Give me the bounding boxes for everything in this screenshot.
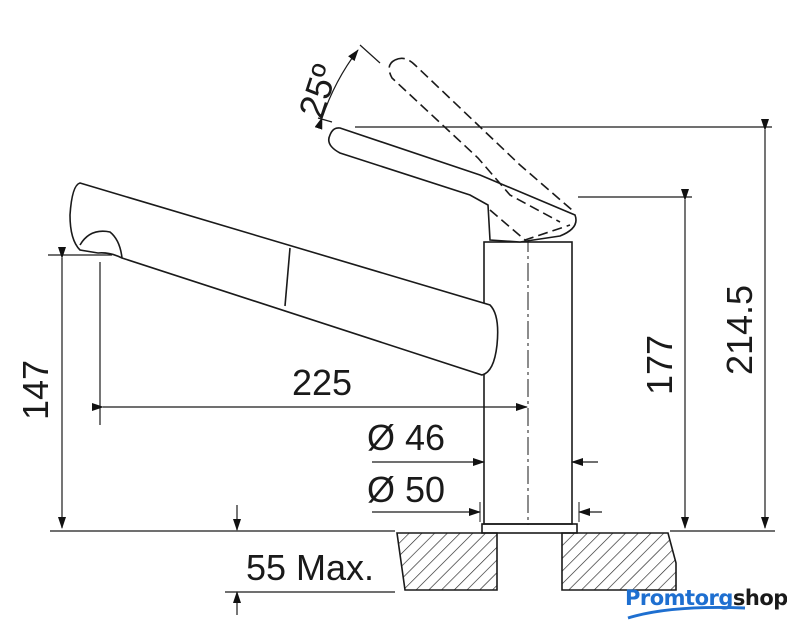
logo-part-2: shop bbox=[732, 586, 787, 610]
body-diameter-label: Ø 46 bbox=[367, 417, 445, 458]
faucet-body bbox=[481, 205, 578, 534]
logo-part-1: Promtorg bbox=[625, 586, 733, 610]
angle-dimension bbox=[314, 44, 381, 130]
logo-swoosh bbox=[627, 605, 746, 620]
spout-reach-label: 225 bbox=[292, 362, 352, 403]
total-height-label: 214.5 bbox=[719, 285, 760, 375]
spout-height-label: 147 bbox=[15, 360, 56, 420]
promtorgshop-logo: Promtorgshop bbox=[625, 586, 787, 610]
base-diameter-label: Ø 50 bbox=[367, 469, 445, 510]
body-height-label: 177 bbox=[639, 335, 680, 395]
faucet-spout bbox=[69, 182, 499, 376]
counter-thickness-label: 55 Max. bbox=[246, 547, 374, 588]
countertop-left bbox=[396, 532, 498, 591]
countertop-right bbox=[561, 532, 677, 591]
faucet-handle bbox=[327, 57, 577, 243]
angle-label: 25º bbox=[290, 60, 345, 123]
